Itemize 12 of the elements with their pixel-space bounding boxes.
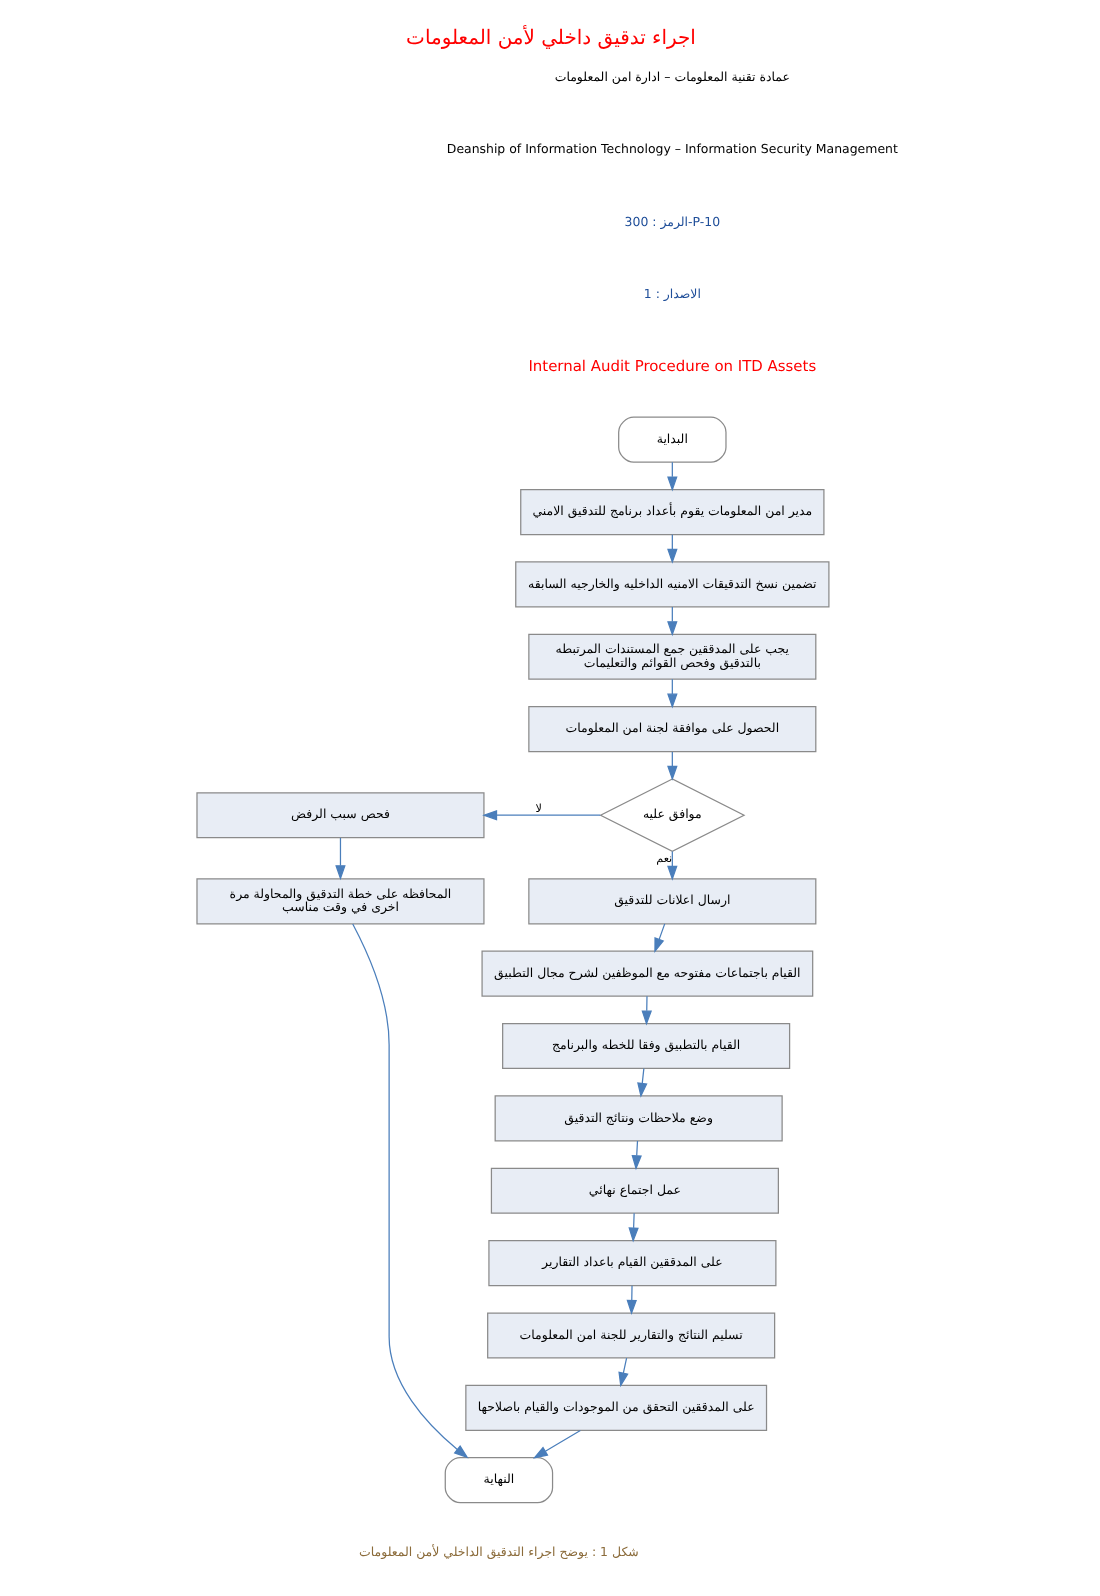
arrow	[625, 1284, 636, 1314]
arrow	[653, 922, 665, 952]
arrow	[627, 1211, 638, 1242]
arrow	[640, 994, 651, 1025]
arrow	[636, 1067, 647, 1097]
diagram-title: اجراء تدقيق داخلي لأمن المعلومات	[405, 26, 695, 49]
arrow	[351, 922, 468, 1458]
arrow	[334, 836, 345, 880]
arrow	[481, 808, 600, 820]
arrow	[617, 1356, 628, 1387]
arrow	[630, 1139, 641, 1170]
arrow	[531, 1428, 580, 1458]
